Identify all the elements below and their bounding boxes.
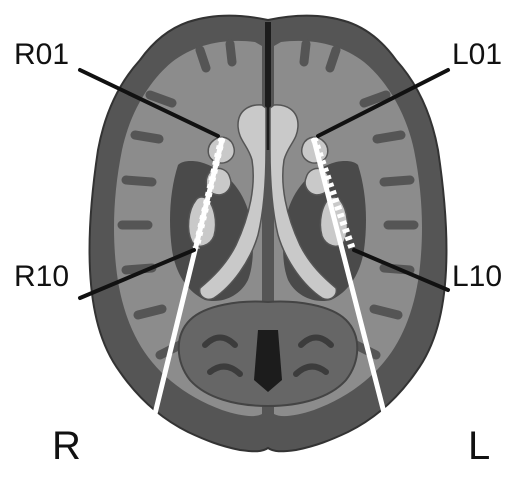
- label-r10: R10: [14, 262, 69, 292]
- label-l10: L10: [452, 262, 502, 292]
- label-l01: L01: [452, 40, 502, 70]
- midbrain-core: [254, 330, 282, 392]
- label-r01: R01: [14, 40, 69, 70]
- label-side-right: R: [52, 426, 81, 466]
- label-side-left: L: [468, 426, 490, 466]
